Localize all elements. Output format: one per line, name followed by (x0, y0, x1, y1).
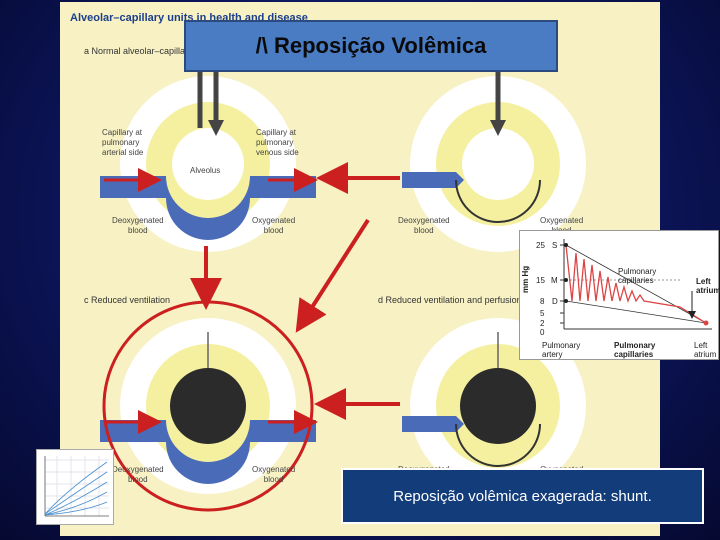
waveform-ylabel: mm Hg (521, 265, 530, 293)
pressure-waveform-line (565, 244, 707, 324)
xlabel-pulmonary-artery: Pulmonary artery (542, 341, 581, 359)
capillary-arterial-label: Capillary at pulmonary arterial side (102, 128, 144, 157)
unit-reduced-ventilation-perfusion (402, 318, 586, 494)
unit-normal (100, 46, 318, 252)
alveolar-capillary-diagram (100, 46, 586, 512)
slide-title-box: /\ Reposição Volêmica (184, 20, 558, 72)
thumbnail-chart-svg (44, 456, 109, 517)
caption-box: Reposição volêmica exagerada: shunt. (341, 468, 704, 524)
alveolus-label: Alveolus (190, 166, 221, 175)
marker-d: D (552, 297, 558, 306)
oxygenated-label-a: Oxygenated blood (252, 216, 296, 235)
unit-reduced-perfusion (402, 52, 586, 252)
tick-25: 25 (536, 241, 545, 250)
deoxygenated-label-c: Deoxygenated blood (112, 465, 164, 484)
marker-s: S (552, 241, 558, 250)
tick-15: 15 (536, 276, 545, 285)
xlabel-pulmonary-capillaries: Pulmonary capillaries (614, 341, 656, 359)
tick-8: 8 (540, 297, 545, 306)
oxygenated-label-c: Oxygenated blood (252, 465, 296, 484)
pressure-waveform-inset: mm Hg 25 15 8 5 2 0 S M D Pulmonary capi… (519, 230, 720, 360)
panel-c-label: c Reduced ventilation (84, 295, 171, 305)
unit-reduced-ventilation (100, 300, 318, 512)
waveform-capillaries-label: Pulmonary capillaries (618, 267, 657, 285)
deoxygenated-label-a: Deoxygenated blood (112, 216, 164, 235)
transition-arrows (190, 162, 400, 420)
marker-m: M (551, 276, 558, 285)
tick-2: 2 (540, 319, 545, 328)
panel-a-label: a Normal alveolar–capillary unit (84, 46, 210, 56)
pressure-waveform-svg (560, 239, 712, 330)
tick-0: 0 (540, 328, 545, 337)
waveform-left-atrium-label: Left atrium (696, 277, 720, 295)
xlabel-left-atrium: Left atrium (694, 341, 717, 359)
deoxygenated-label-b: Deoxygenated blood (398, 216, 450, 235)
thumbnail-chart (36, 449, 114, 525)
tick-5: 5 (540, 309, 545, 318)
slide-title: /\ Reposição Volêmica (255, 33, 487, 58)
slide-caption: Reposição volêmica exagerada: shunt. (393, 487, 652, 505)
panel-d-label: d Reduced ventilation and perfusion (378, 295, 522, 305)
capillary-venous-label: Capillary at pulmonary venous side (256, 128, 299, 157)
